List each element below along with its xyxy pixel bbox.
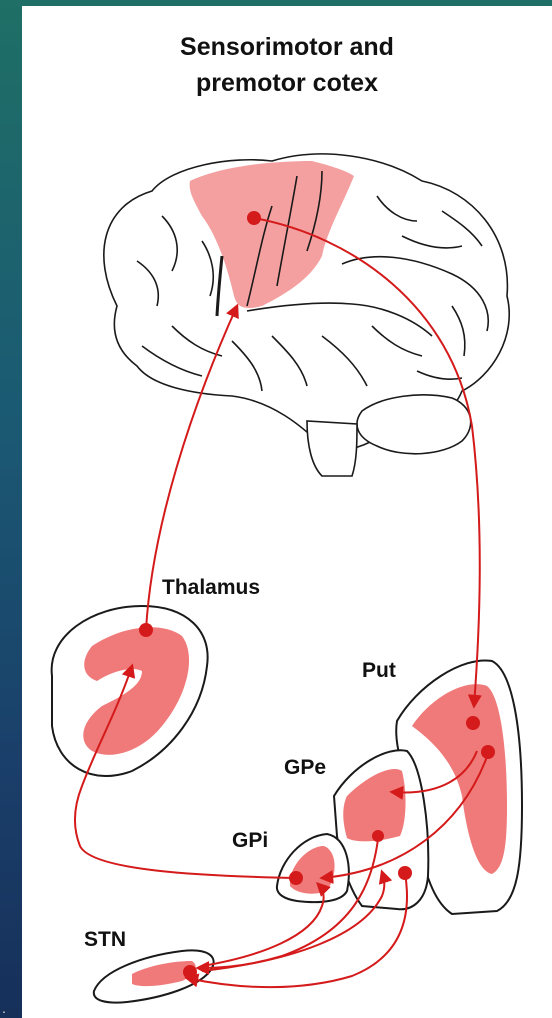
label-gpi: GPi [232,829,268,853]
brain [104,154,509,476]
brainstem [307,421,357,476]
node-gpe [372,830,384,842]
node-thalamus [139,623,153,637]
node-putamen-a [466,716,480,730]
node-stn [183,965,197,979]
node-gpi [289,871,303,885]
label-put: Put [362,659,396,683]
edge-mark: . [2,1000,6,1016]
stn [94,950,214,1002]
gpi [277,834,349,902]
label-thalamus: Thalamus [162,576,260,600]
label-gpe: GPe [284,756,326,780]
diagram-panel: Sensorimotor and premotor cotex [22,6,552,1018]
label-stn: STN [84,928,126,952]
thalamus [52,606,208,776]
node-snc [398,866,412,880]
basal-ganglia-diagram [22,6,552,1018]
cerebellum [357,395,471,454]
node-putamen-b [481,745,495,759]
node-cortex [247,211,261,225]
